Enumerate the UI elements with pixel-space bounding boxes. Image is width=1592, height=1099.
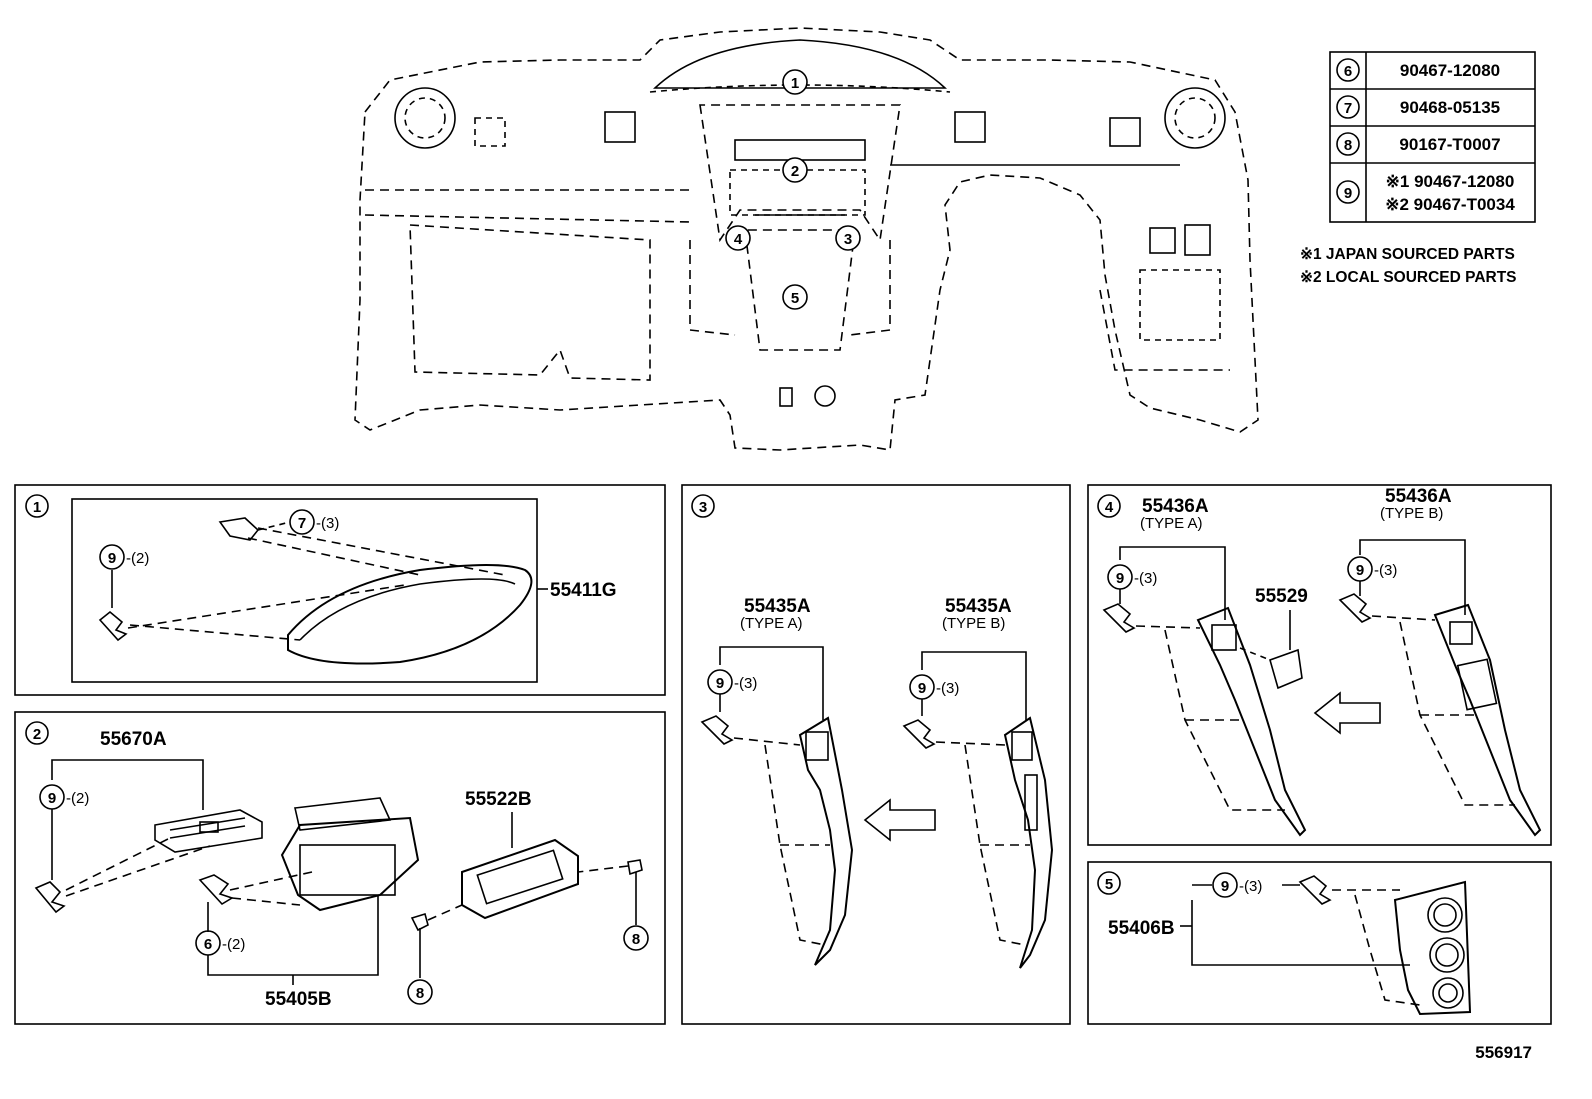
overview-callout-1: 1 — [782, 69, 808, 95]
svg-text:55436A: 55436A — [1142, 496, 1209, 517]
svg-text:6: 6 — [204, 936, 212, 953]
dashboard-overview — [354, 27, 1259, 451]
svg-text:3: 3 — [844, 231, 852, 248]
panel-2: 2 55670A 9 -(2) 6 -(2) 55405B 55522B — [14, 711, 666, 1025]
svg-text:55435A: 55435A — [945, 596, 1012, 617]
overview-callouts: 1 2 3 4 5 — [725, 69, 861, 310]
svg-text:4: 4 — [1105, 499, 1114, 516]
svg-text:7: 7 — [298, 515, 306, 532]
svg-text:9: 9 — [1356, 562, 1364, 579]
diagram-id: 556917 — [1475, 1043, 1532, 1062]
svg-text:8: 8 — [1344, 137, 1352, 154]
svg-text:6: 6 — [1344, 63, 1352, 80]
legend-table: 6 90467-12080 7 90468-05135 8 90167-T000… — [1329, 51, 1536, 223]
overview-callout-2: 2 — [782, 157, 808, 183]
svg-text:9: 9 — [48, 790, 56, 807]
overview-callout-4: 4 — [725, 225, 751, 251]
svg-text:(TYPE B): (TYPE B) — [942, 615, 1005, 632]
svg-text:-(3): -(3) — [936, 680, 959, 697]
svg-text:9: 9 — [716, 675, 724, 692]
svg-text:9: 9 — [1344, 185, 1352, 202]
panel-3: 3 55435A (TYPE A) 9 -(3) 55435A (TYPE B)… — [681, 484, 1071, 1025]
panel-1: 1 9 -(2) 7 -(3) 55411G — [14, 484, 666, 696]
svg-text:-(3): -(3) — [1239, 878, 1262, 895]
overview-callout-3: 3 — [835, 225, 861, 251]
svg-text:(TYPE B): (TYPE B) — [1380, 505, 1443, 522]
svg-text:55436A: 55436A — [1385, 486, 1452, 507]
svg-text:9: 9 — [108, 550, 116, 567]
svg-text:2: 2 — [33, 726, 41, 743]
svg-text:5: 5 — [791, 290, 799, 307]
svg-text:(TYPE A): (TYPE A) — [740, 615, 803, 632]
svg-text:9: 9 — [1116, 570, 1124, 587]
legend-row-8: 8 90167-T0007 — [1336, 132, 1501, 156]
svg-text:-(3): -(3) — [316, 515, 339, 532]
svg-text:-(3): -(3) — [1134, 570, 1157, 587]
svg-text:※1 90467-12080: ※1 90467-12080 — [1386, 172, 1515, 191]
svg-text:2: 2 — [791, 163, 799, 180]
svg-text:1: 1 — [791, 75, 799, 92]
source-notes: ※1 JAPAN SOURCED PARTS ※2 LOCAL SOURCED … — [1300, 246, 1517, 286]
svg-text:-(3): -(3) — [734, 675, 757, 692]
svg-text:55405B: 55405B — [265, 989, 332, 1010]
svg-text:9: 9 — [1221, 878, 1229, 895]
svg-text:55670A: 55670A — [100, 729, 167, 750]
svg-text:55522B: 55522B — [465, 789, 532, 810]
svg-text:※2 LOCAL SOURCED PARTS: ※2 LOCAL SOURCED PARTS — [1300, 269, 1517, 286]
svg-text:3: 3 — [699, 499, 707, 516]
svg-text:8: 8 — [416, 985, 424, 1002]
svg-text:90468-05135: 90468-05135 — [1400, 98, 1500, 117]
svg-text:55529: 55529 — [1255, 586, 1308, 607]
svg-text:90467-12080: 90467-12080 — [1400, 61, 1500, 80]
panel-4: 4 55436A (TYPE A) 9 -(3) 55529 55436A (T… — [1087, 484, 1552, 846]
svg-text:7: 7 — [1344, 100, 1352, 117]
svg-text:55435A: 55435A — [744, 596, 811, 617]
svg-text:8: 8 — [632, 931, 640, 948]
svg-text:※1 JAPAN SOURCED PARTS: ※1 JAPAN SOURCED PARTS — [1300, 246, 1515, 263]
svg-text:-(2): -(2) — [126, 550, 149, 567]
svg-text:-(2): -(2) — [66, 790, 89, 807]
svg-text:(TYPE A): (TYPE A) — [1140, 515, 1203, 532]
svg-text:90167-T0007: 90167-T0007 — [1399, 135, 1500, 154]
svg-text:-(2): -(2) — [222, 936, 245, 953]
panel-5: 5 55406B 9 -(3) — [1087, 861, 1552, 1025]
svg-text:※2 90467-T0034: ※2 90467-T0034 — [1385, 195, 1515, 214]
svg-text:9: 9 — [918, 680, 926, 697]
legend-row-7: 7 90468-05135 — [1336, 95, 1500, 119]
svg-text:-(3): -(3) — [1374, 562, 1397, 579]
svg-text:55406B: 55406B — [1108, 918, 1175, 939]
svg-text:1: 1 — [33, 499, 41, 516]
svg-text:55411G: 55411G — [550, 580, 617, 601]
svg-text:4: 4 — [734, 231, 743, 248]
legend-row-9: 9 ※1 90467-12080 ※2 90467-T0034 — [1336, 172, 1515, 214]
svg-text:5: 5 — [1105, 876, 1113, 893]
legend-row-6: 6 90467-12080 — [1336, 58, 1500, 82]
overview-callout-5: 5 — [782, 284, 808, 310]
